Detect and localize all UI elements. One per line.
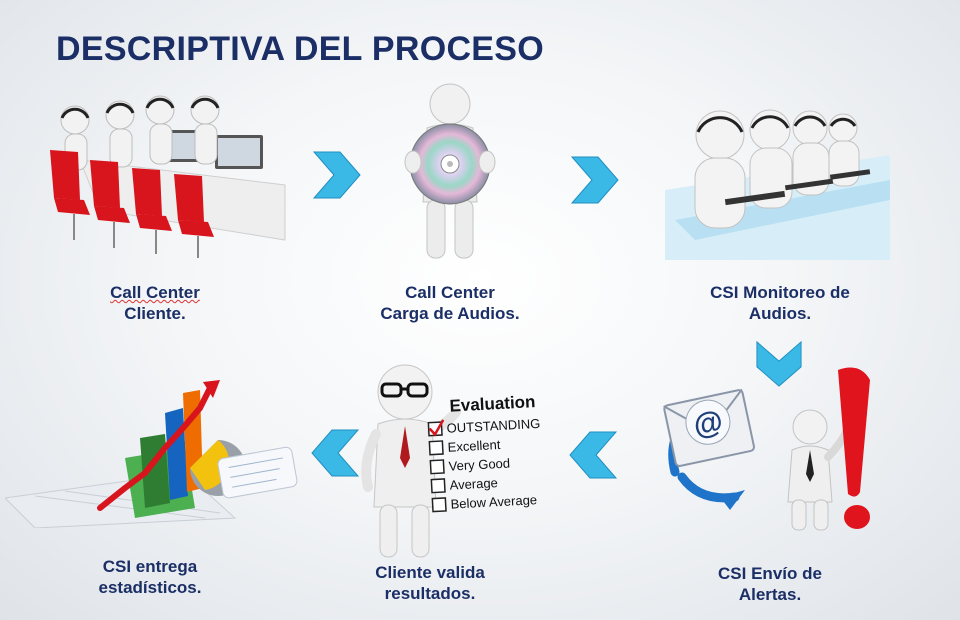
evaluation-option: Below Average xyxy=(431,492,537,513)
chevron-down-icon xyxy=(756,340,802,387)
step-label-statistics-delivery: CSI entrega estadísticos. xyxy=(98,557,202,597)
evaluation-figure-illustration: Evaluation OUTSTANDING Excellent Very Go… xyxy=(361,364,541,558)
statistics-chart-illustration xyxy=(5,380,298,528)
email-alert-illustration: @ xyxy=(663,367,870,531)
evaluation-option-label: Excellent xyxy=(447,437,501,455)
figure-with-disc-illustration xyxy=(404,83,496,259)
step-label-call-center-client: Call Center Cliente. xyxy=(110,283,200,323)
evaluation-option: OUTSTANDING xyxy=(427,416,541,437)
evaluation-option-label: Very Good xyxy=(448,456,510,474)
evaluation-heading: Evaluation xyxy=(449,392,536,415)
evaluation-option-label: Below Average xyxy=(450,492,537,512)
evaluation-option: Excellent xyxy=(428,437,501,456)
step-label-client-validates: Cliente valida resultados. xyxy=(375,563,485,603)
evaluation-option: Average xyxy=(430,475,498,494)
evaluation-option: Very Good xyxy=(429,456,510,475)
call-center-agents-illustration xyxy=(50,95,286,258)
at-symbol: @ xyxy=(690,405,725,443)
chevron-right-icon xyxy=(312,151,361,199)
page-title: DESCRIPTIVA DEL PROCESO xyxy=(56,30,545,68)
evaluation-option-label: OUTSTANDING xyxy=(446,416,540,436)
step-label-audio-monitoring: CSI Monitoreo de Audios. xyxy=(710,283,850,323)
step-label-audio-upload: Call Center Carga de Audios. xyxy=(380,283,520,323)
step-label-alert-sending: CSI Envío de Alertas. xyxy=(718,564,822,604)
chevron-left-icon xyxy=(311,429,360,477)
chevron-left-icon xyxy=(569,431,618,479)
monitoring-operators-illustration xyxy=(665,109,890,260)
evaluation-option-label: Average xyxy=(449,475,498,493)
chevron-right-icon xyxy=(570,156,619,204)
